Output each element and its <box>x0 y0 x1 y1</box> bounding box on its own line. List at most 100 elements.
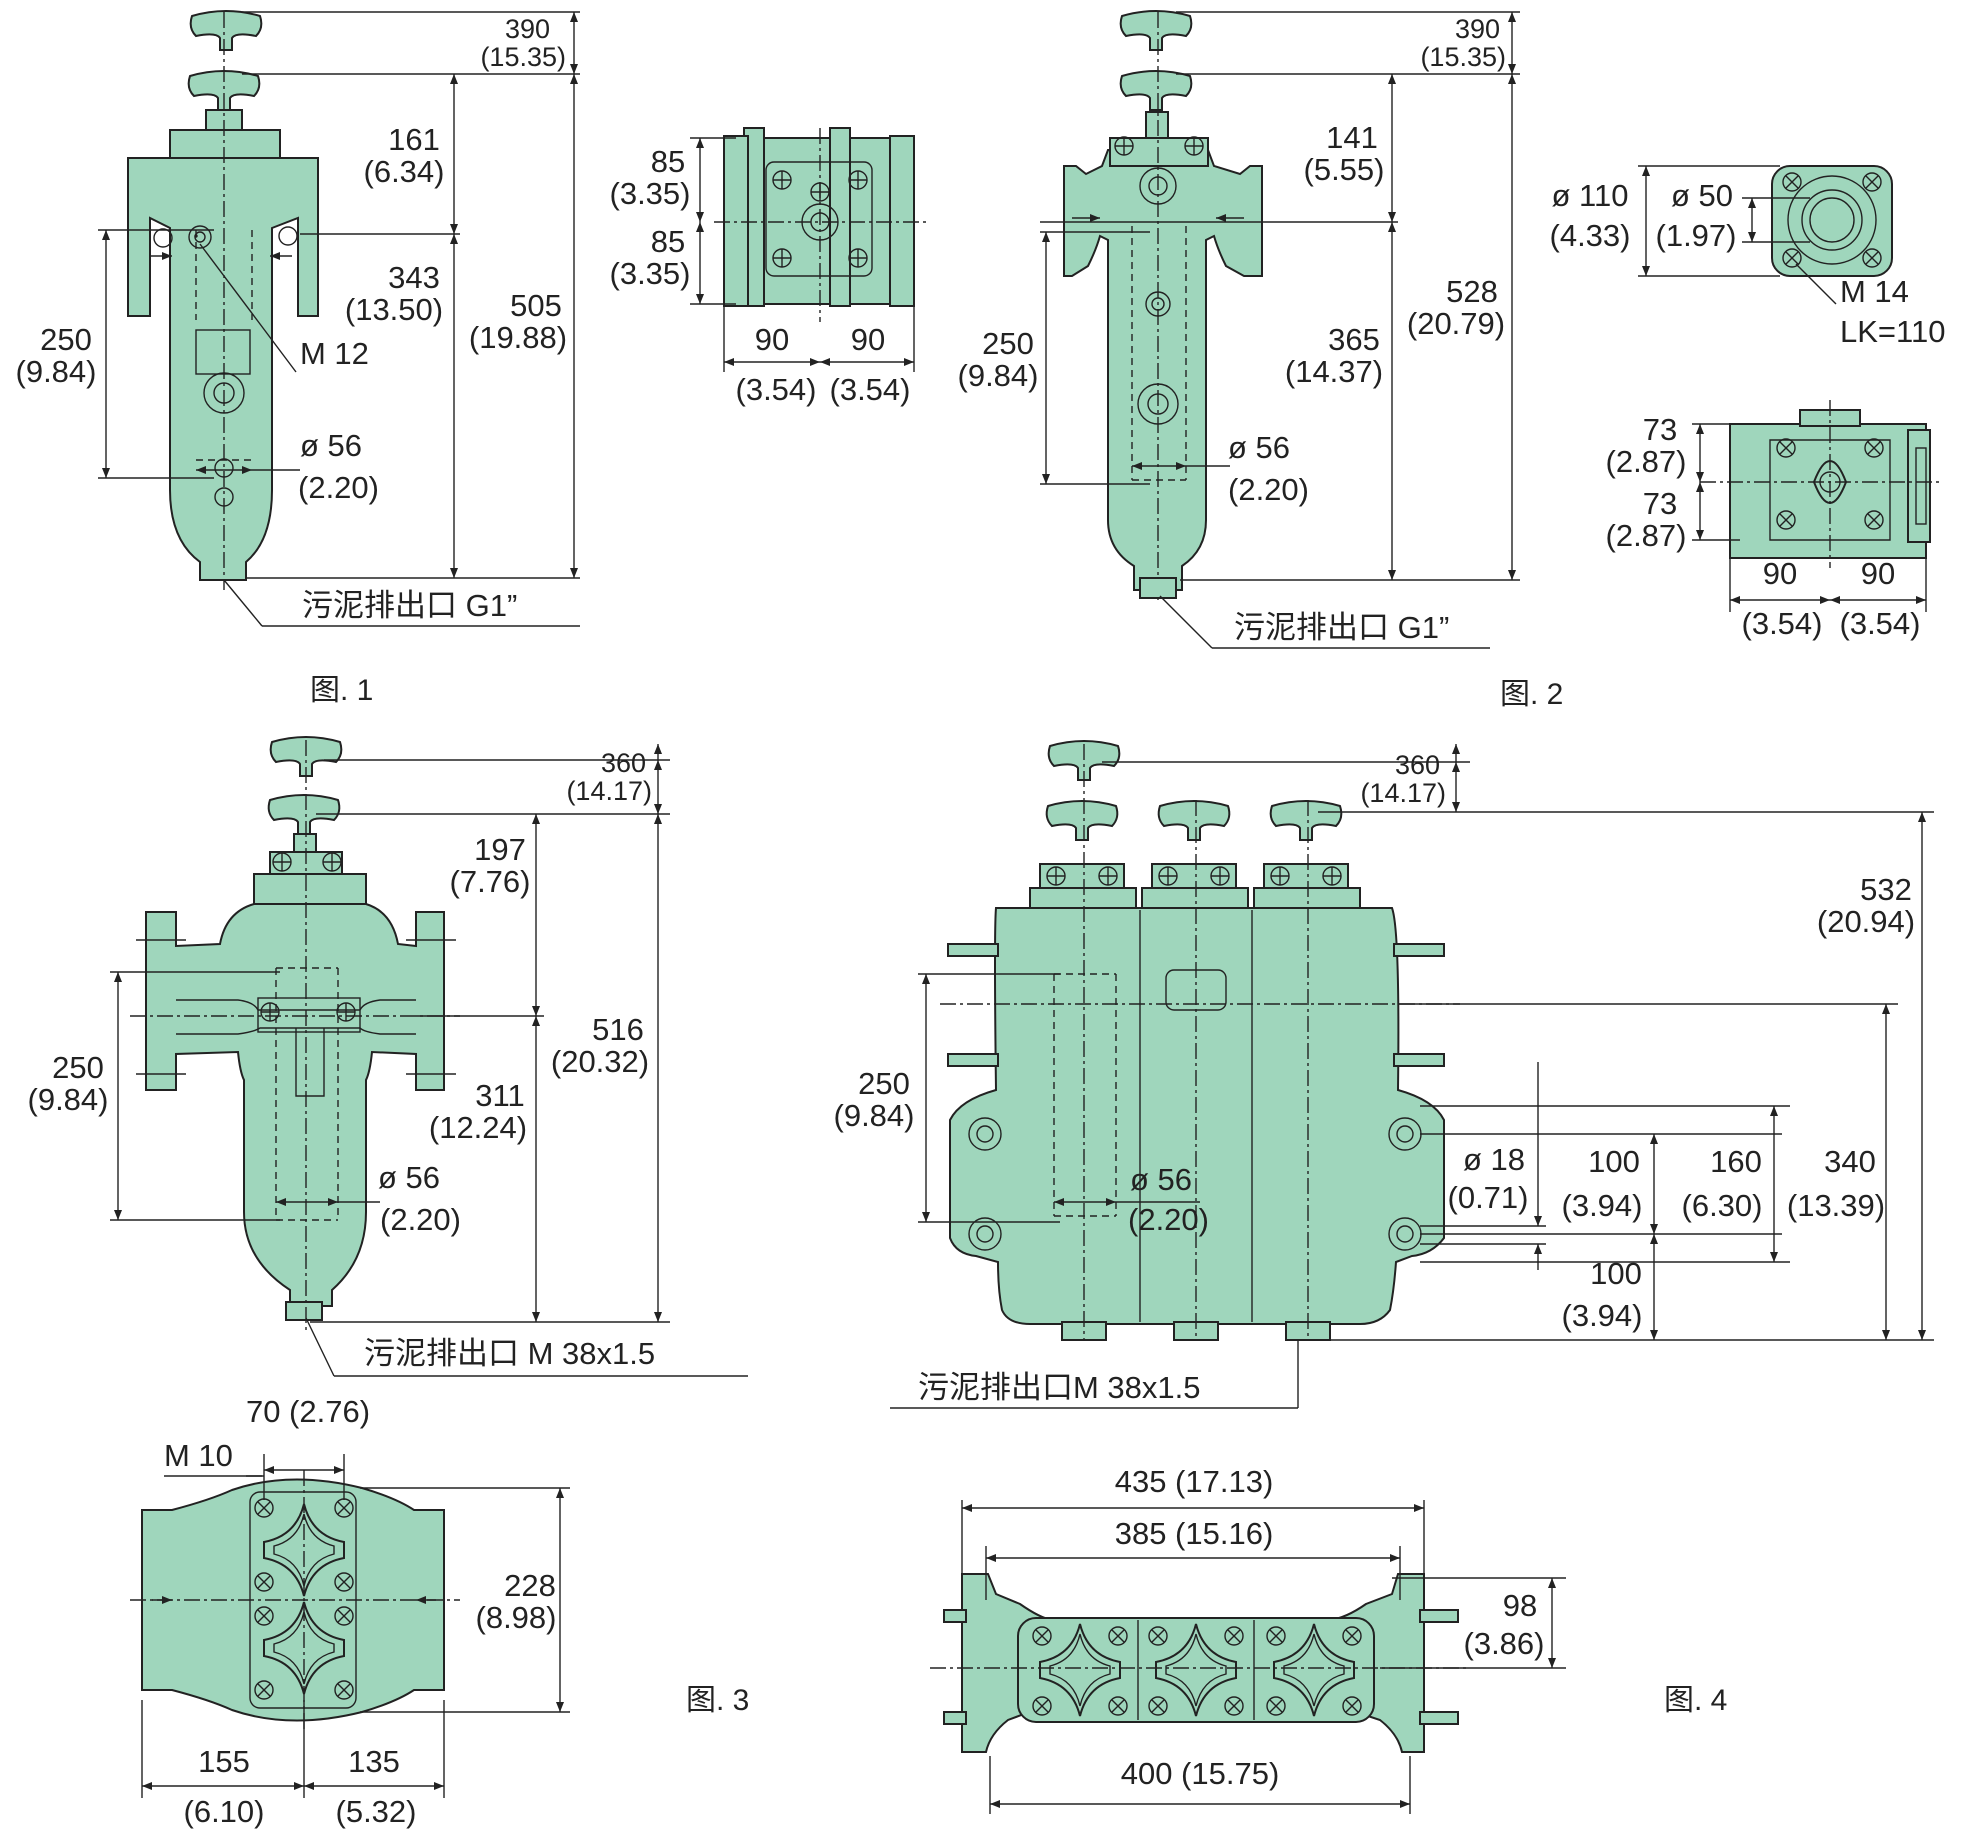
fig3-dim-311-in: (12.24) <box>429 1110 527 1145</box>
fig3-dim-311: 311 <box>475 1078 524 1113</box>
fig1-dim-343: 343 <box>388 260 440 295</box>
fig4-dim-top: 360 <box>1395 750 1440 780</box>
fig2-dim-528-in: (20.79) <box>1407 306 1505 341</box>
fig2-dim-90b-in: (3.54) <box>1840 606 1921 641</box>
fig2-bore-dia: ø 50 <box>1671 178 1733 213</box>
fig2-bolt-label: M 14 <box>1840 274 1909 309</box>
fig2-dim-73a: 73 <box>1643 412 1677 447</box>
fig1-dia-label: ø 56 <box>300 428 362 463</box>
fig2-dim-365-in: (14.37) <box>1285 354 1383 389</box>
fig2-dim-73b-in: (2.87) <box>1606 518 1687 553</box>
fig4-dim-532: 532 <box>1860 872 1912 907</box>
fig3-caption: 图. 3 <box>686 1684 749 1717</box>
fig1-dim-top: 390 <box>505 14 550 44</box>
fig2-flange-dia: ø 110 <box>1552 178 1629 213</box>
side-dim-90b-in: (3.54) <box>830 372 911 407</box>
side-dim-85a: 85 <box>651 144 685 179</box>
fig3-dim-250: 250 <box>52 1050 104 1085</box>
fig3-dim-197-in: (7.76) <box>450 864 531 899</box>
fig2-strainer-body <box>1063 10 1263 600</box>
fig1-dim-161-in: (6.34) <box>364 154 445 189</box>
fig2-dia-in: (2.20) <box>1228 472 1309 507</box>
fig4-dia-in: (2.20) <box>1128 1202 1209 1237</box>
fig4-dim-100b: 100 <box>1590 1256 1642 1291</box>
fig3-dim-top-in: (14.17) <box>566 776 652 806</box>
fig4-dia-label: ø 56 <box>1130 1162 1192 1197</box>
fig4-caption: 图. 4 <box>1664 1684 1727 1717</box>
fig1-dim-505: 505 <box>510 288 562 323</box>
fig4-dim-250-in: (9.84) <box>834 1098 915 1133</box>
fig1-dim-161: 161 <box>388 122 440 157</box>
figure-2: 390 (15.35) 141 (5.55) 365 (14.37) 528 (… <box>958 10 1945 711</box>
fig3-dim-197: 197 <box>474 832 526 867</box>
fig2-dim-141: 141 <box>1326 120 1378 155</box>
fig2-dim-73b: 73 <box>1643 486 1677 521</box>
figure-1: 390 (15.35) 161 (6.34) 343 (13.50) 505 (… <box>16 10 580 707</box>
fig3-dim-250-in: (9.84) <box>28 1082 109 1117</box>
fig4-hole-in: (0.71) <box>1448 1180 1529 1215</box>
fig3-dim-155-in: (6.10) <box>184 1794 265 1829</box>
fig1-dia-in: (2.20) <box>298 470 379 505</box>
figure-4: 360 (14.17) 532 (20.94) 250 (9.84) ø 56 … <box>834 740 1934 1814</box>
figure-3: 360 (14.17) 197 (7.76) 311 (12.24) 516 (… <box>28 736 749 1829</box>
fig3-dim-155: 155 <box>198 1744 250 1779</box>
fig3-bolt-label: M 10 <box>164 1438 233 1473</box>
fig2-flange-dia-in: (4.33) <box>1550 218 1631 253</box>
fig4-dim-532-in: (20.94) <box>1817 904 1915 939</box>
fig4-hole-label: ø 18 <box>1463 1142 1525 1177</box>
fig2-bore-dia-in: (1.97) <box>1656 218 1737 253</box>
fig3-dim-228: 228 <box>504 1568 556 1603</box>
fig4-dim-385: 385 (15.16) <box>1115 1516 1274 1551</box>
fig4-dim-top-in: (14.17) <box>1360 778 1446 808</box>
fig4-drain-label: 污泥排出口M 38x1.5 <box>918 1370 1201 1405</box>
fig4-top-view: 435 (17.13) 385 (15.16) 400 (15.75) 98 (… <box>930 1464 1566 1814</box>
fig2-dia-label: ø 56 <box>1228 430 1290 465</box>
fig1-caption: 图. 1 <box>310 674 373 707</box>
fig1-dim-505-in: (19.88) <box>469 320 567 355</box>
figure-1-side-view: 85 (3.35) 85 (3.35) 90 (3.54) 90 (3.54) <box>610 127 928 407</box>
fig2-caption: 图. 2 <box>1500 678 1563 711</box>
fig2-drain-label: 污泥排出口 G1” <box>1234 610 1449 645</box>
fig3-dim-135-in: (5.32) <box>336 1794 417 1829</box>
fig1-dim-250: 250 <box>40 322 92 357</box>
fig2-dim-top: 390 <box>1455 14 1500 44</box>
fig1-dim-top-in: (15.35) <box>480 42 566 72</box>
fig3-dim-135: 135 <box>348 1744 400 1779</box>
side-dim-85a-in: (3.35) <box>610 176 691 211</box>
fig2-dim-73a-in: (2.87) <box>1606 444 1687 479</box>
fig4-dim-400: 400 (15.75) <box>1121 1756 1280 1791</box>
fig1-side-body <box>714 127 928 322</box>
fig4-dim-340-in: (13.39) <box>1787 1188 1885 1223</box>
fig3-dim-top: 360 <box>601 748 646 778</box>
fig2-dim-90b: 90 <box>1861 556 1895 591</box>
fig3-dim-70: 70 (2.76) <box>246 1394 370 1429</box>
fig4-dim-250: 250 <box>858 1066 910 1101</box>
fig3-dim-228-in: (8.98) <box>476 1600 557 1635</box>
side-dim-90b: 90 <box>851 322 885 357</box>
fig2-lk-label: LK=110 <box>1840 314 1945 349</box>
fig4-dim-98: 98 <box>1503 1588 1537 1623</box>
fig3-dim-516-in: (20.32) <box>551 1044 649 1079</box>
fig4-dim-100b-in: (3.94) <box>1562 1298 1643 1333</box>
fig1-dim-250-in: (9.84) <box>16 354 97 389</box>
fig2-dim-250: 250 <box>982 326 1034 361</box>
fig4-dim-98-in: (3.86) <box>1464 1626 1545 1661</box>
fig2-side-view: 73 (2.87) 73 (2.87) 90 (3.54) 90 (3.54) <box>1606 400 1940 641</box>
fig3-dia-label: ø 56 <box>378 1160 440 1195</box>
fig3-top-view: 70 (2.76) M 10 228 (8.98) 155 (6.10) 135… <box>130 1394 570 1829</box>
side-dim-85b: 85 <box>651 224 685 259</box>
fig4-dim-160: 160 <box>1710 1144 1762 1179</box>
fig4-dim-340: 340 <box>1824 1144 1876 1179</box>
fig2-dim-250-in: (9.84) <box>958 358 1039 393</box>
fig3-drain-label: 污泥排出口 M 38x1.5 <box>364 1336 655 1371</box>
fig1-dim-343-in: (13.50) <box>345 292 443 327</box>
fig4-dim-100a-in: (3.94) <box>1562 1188 1643 1223</box>
fig3-strainer-body <box>130 736 460 1330</box>
side-dim-90a-in: (3.54) <box>736 372 817 407</box>
fig2-dim-141-in: (5.55) <box>1304 152 1385 187</box>
fig4-strainer-body <box>940 740 1460 1341</box>
fig4-dim-160-in: (6.30) <box>1682 1188 1763 1223</box>
fig1-drain-label: 污泥排出口 G1” <box>302 588 517 623</box>
fig2-dim-90a-in: (3.54) <box>1742 606 1823 641</box>
